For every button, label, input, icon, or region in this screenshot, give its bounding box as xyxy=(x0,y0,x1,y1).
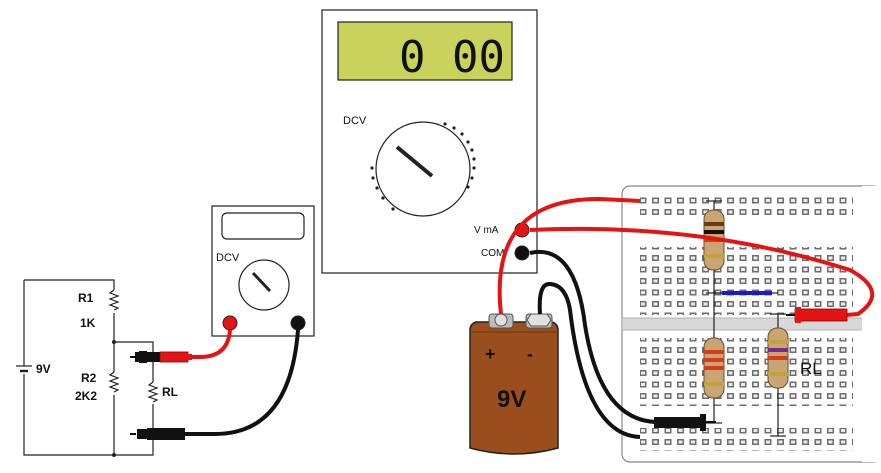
schematic-rl-label: RL xyxy=(162,385,178,399)
schematic-black-probe[interactable] xyxy=(130,428,185,440)
rl-resistor-symbol xyxy=(147,381,159,403)
small-meter-com-terminal[interactable] xyxy=(290,315,306,331)
battery-minus-label: - xyxy=(527,344,533,364)
breadboard-rl-resistor[interactable] xyxy=(767,327,789,389)
small-meter-v-terminal[interactable] xyxy=(222,315,238,331)
schematic-r2-value: 2K2 xyxy=(75,389,97,403)
wires xyxy=(185,196,875,439)
large-meter-v-ma-label: V mA xyxy=(474,225,499,236)
small-meter-red-lead xyxy=(188,329,232,359)
battery-negative-terminal[interactable] xyxy=(525,313,553,329)
large-meter-com-terminal[interactable] xyxy=(514,245,530,261)
large-meter-red-lead xyxy=(529,226,875,317)
battery-9v: + - 9V xyxy=(469,321,559,455)
battery-to-breadboard-red xyxy=(497,196,641,315)
small-meter-dial[interactable] xyxy=(238,259,290,311)
battery-plus-label: + xyxy=(485,344,496,364)
r1-resistor-symbol xyxy=(108,289,120,311)
schematic-r2-label: R2 xyxy=(81,371,97,385)
breadboard-r2-resistor[interactable] xyxy=(703,337,725,399)
small-meter-mode-label: DCV xyxy=(216,252,240,264)
large-meter-black-lead xyxy=(529,249,657,424)
small-meter-black-lead xyxy=(185,329,300,436)
circuit-schematic: 9V R1 1K R2 2K2 RL xyxy=(16,279,178,457)
battery-positive-terminal[interactable] xyxy=(488,313,514,329)
r2-resistor-symbol xyxy=(108,371,120,393)
breadboard-red-probe[interactable] xyxy=(786,307,848,323)
large-meter-lcd xyxy=(337,21,513,81)
battery-voltage-label: 9V xyxy=(497,386,526,413)
large-meter-dial[interactable] xyxy=(375,121,471,217)
large-meter-dial-ticks xyxy=(370,122,476,211)
large-multimeter: 0 00 DCV V mA COM xyxy=(321,9,538,274)
battery-negative-lead xyxy=(537,282,641,439)
small-multimeter: DCV xyxy=(211,205,315,337)
breadboard-black-probe[interactable] xyxy=(654,414,716,431)
schematic-battery-label: 9V xyxy=(36,362,51,376)
small-meter-display xyxy=(221,212,305,240)
schematic-red-probe[interactable] xyxy=(130,351,192,363)
large-meter-mode-label: DCV xyxy=(343,115,367,127)
schematic-r1-value: 1K xyxy=(80,316,96,330)
large-meter-reading: 0 00 xyxy=(399,32,505,83)
large-meter-com-label: COM xyxy=(481,248,504,259)
breadboard-rl-label: RL xyxy=(800,359,822,378)
schematic-r1-label: R1 xyxy=(78,291,94,305)
